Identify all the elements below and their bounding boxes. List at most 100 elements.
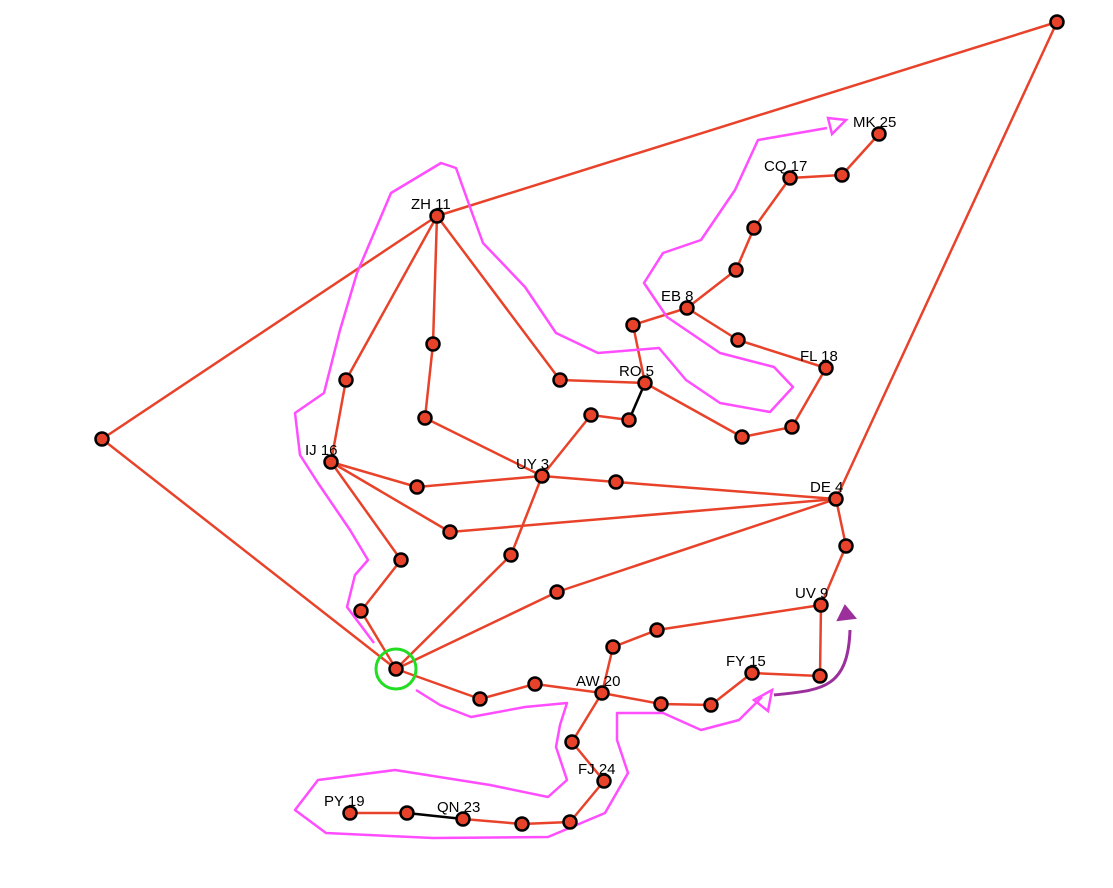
node-a6[interactable] xyxy=(784,419,800,435)
edges xyxy=(101,20,1059,826)
edge-a24-aw xyxy=(600,646,615,694)
node-a25[interactable] xyxy=(649,622,665,638)
edge-ro-a4 xyxy=(631,324,647,384)
node-a24[interactable] xyxy=(605,639,621,655)
edge-start-a22 xyxy=(395,667,481,701)
edge-qn-a32 xyxy=(406,811,464,821)
edge-a25-a24 xyxy=(612,628,658,649)
node-ro[interactable] xyxy=(637,375,653,391)
node-a13[interactable] xyxy=(338,372,354,388)
node-a27[interactable] xyxy=(703,697,719,713)
node-a19[interactable] xyxy=(503,547,519,563)
edge-a28-uv xyxy=(818,604,823,677)
edge-co-a1 xyxy=(789,173,843,180)
edge-a20-de xyxy=(556,497,837,594)
node-a4[interactable] xyxy=(625,317,641,333)
edge-a22-a23 xyxy=(479,682,536,701)
edge-zh-a11 xyxy=(431,215,439,345)
node-de[interactable] xyxy=(828,491,844,507)
edge-top-zh xyxy=(436,20,1058,218)
node-a29[interactable] xyxy=(564,734,580,750)
edge-eb-a3 xyxy=(686,269,737,309)
edge-a18-start xyxy=(359,610,398,670)
edge-ij-a16 xyxy=(330,460,451,534)
node-a5[interactable] xyxy=(730,332,746,348)
node-a22[interactable] xyxy=(472,691,488,707)
node-a18[interactable] xyxy=(353,603,369,619)
node-a20[interactable] xyxy=(549,584,565,600)
node-label-fy: FY 15 xyxy=(726,653,766,670)
node-a16[interactable] xyxy=(442,524,458,540)
node-a2[interactable] xyxy=(746,220,762,236)
edge-de-a21 xyxy=(834,498,848,547)
edge-start-a20 xyxy=(395,590,558,671)
node-uy[interactable] xyxy=(534,468,550,484)
node-a23[interactable] xyxy=(527,676,543,692)
node-a10[interactable] xyxy=(552,372,568,388)
edge-fl-a6 xyxy=(790,367,828,428)
edge-a10-ro xyxy=(559,378,646,385)
node-a30[interactable] xyxy=(562,814,578,830)
node-qn[interactable] xyxy=(455,811,471,827)
node-co[interactable] xyxy=(782,170,798,186)
edge-a17-a18 xyxy=(360,559,402,612)
node-fl[interactable] xyxy=(818,360,834,376)
node-a28[interactable] xyxy=(812,668,828,684)
edge-a6-a7 xyxy=(741,425,793,439)
node-zh[interactable] xyxy=(429,208,445,224)
edge-a15-de xyxy=(615,480,837,501)
node-a11[interactable] xyxy=(425,336,441,352)
node-label-fl: FL 18 xyxy=(800,348,838,365)
node-a31[interactable] xyxy=(514,816,530,832)
edge-a21-uv xyxy=(819,545,848,606)
node-a3[interactable] xyxy=(728,262,744,278)
edge-a9-uy xyxy=(541,414,592,477)
nodes xyxy=(94,14,1065,832)
node-eb[interactable] xyxy=(679,300,695,316)
node-a7[interactable] xyxy=(734,429,750,445)
node-a9[interactable] xyxy=(583,407,599,423)
node-a26[interactable] xyxy=(653,696,669,712)
node-a8[interactable] xyxy=(621,412,637,428)
edge-aw-a29 xyxy=(570,692,604,743)
node-a15[interactable] xyxy=(608,474,624,490)
node-a17[interactable] xyxy=(393,552,409,568)
edge-fj-a30 xyxy=(569,780,605,823)
edge-a19-start xyxy=(395,554,512,670)
node-a1[interactable] xyxy=(834,167,850,183)
arrowhead-icon xyxy=(826,116,849,137)
node-mk[interactable] xyxy=(871,126,887,142)
annotation-arrow xyxy=(773,629,852,697)
node-aw[interactable] xyxy=(594,685,610,701)
node-a12[interactable] xyxy=(417,410,433,426)
node-uv[interactable] xyxy=(813,597,829,613)
node-label-zh: ZH 11 xyxy=(411,196,451,213)
annotation-stroke-lower xyxy=(293,688,763,840)
edge-uv-a25 xyxy=(656,603,822,632)
edge-a7-ro xyxy=(644,381,743,439)
node-top[interactable] xyxy=(1049,14,1065,30)
node-label-uy: UY 3 xyxy=(516,456,549,473)
edge-a26-a27 xyxy=(660,702,712,707)
edge-fy-a28 xyxy=(751,671,821,678)
arrowhead-icon xyxy=(836,604,857,622)
node-left[interactable] xyxy=(94,431,110,447)
node-py[interactable] xyxy=(342,805,358,821)
arrowhead-icon xyxy=(751,687,774,714)
node-fj[interactable] xyxy=(596,773,612,789)
node-a32[interactable] xyxy=(399,805,415,821)
edge-top-de xyxy=(834,21,1059,500)
edge-eb-a5 xyxy=(686,306,739,342)
node-fy[interactable] xyxy=(744,665,760,681)
edge-aw-a26 xyxy=(601,691,662,706)
edge-a31-qn xyxy=(462,817,523,826)
node-a21[interactable] xyxy=(838,538,854,554)
node-label-fj: FJ 24 xyxy=(578,761,616,778)
node-ij[interactable] xyxy=(323,454,339,470)
node-label-qn: QN 23 xyxy=(437,799,480,816)
node-a14[interactable] xyxy=(409,479,425,495)
edge-a30-a31 xyxy=(521,820,571,826)
node-start[interactable] xyxy=(388,661,404,677)
